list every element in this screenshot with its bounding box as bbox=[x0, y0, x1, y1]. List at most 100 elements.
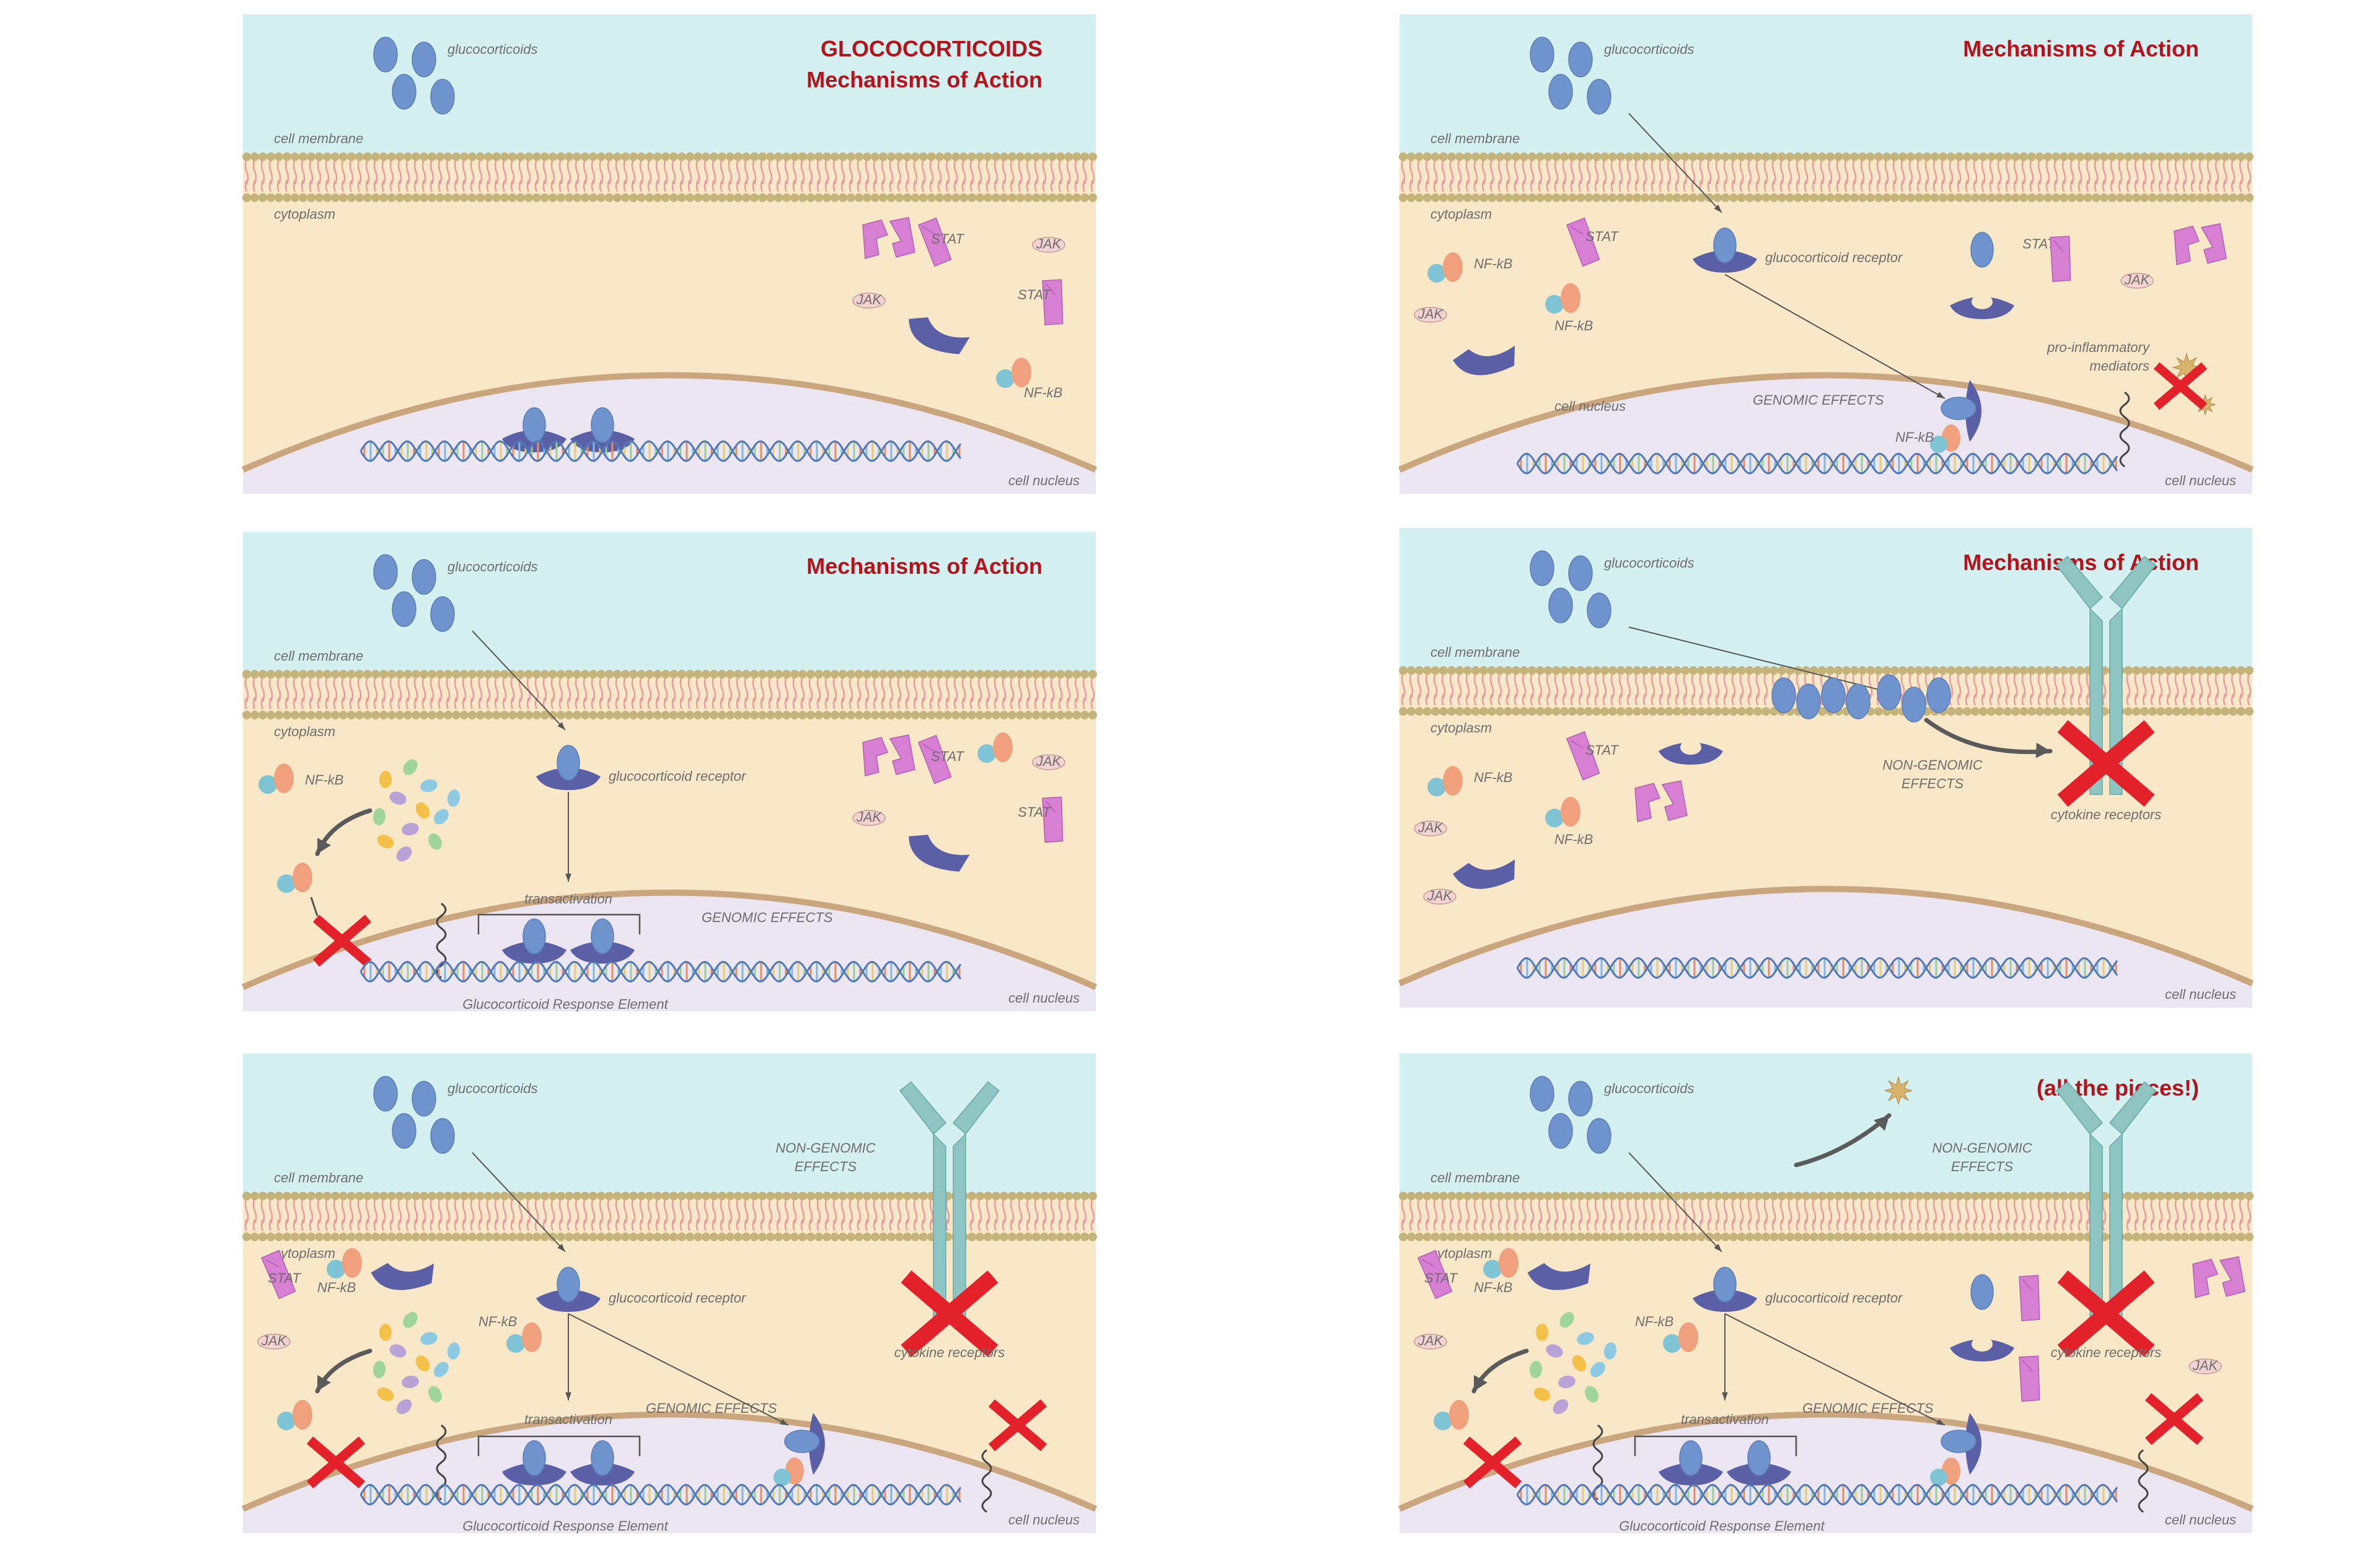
lipid-head bbox=[1080, 1233, 1089, 1241]
lipid-head bbox=[750, 711, 759, 719]
nf-kb-subunit bbox=[774, 1469, 791, 1486]
lipid-head bbox=[871, 670, 879, 679]
lipid-head bbox=[460, 193, 469, 202]
lipid-head bbox=[250, 1192, 259, 1200]
lipid-head bbox=[1842, 1233, 1851, 1241]
glucocorticoid-receptor bbox=[909, 834, 970, 872]
lipid-head bbox=[2132, 1233, 2141, 1241]
lipid-head bbox=[436, 193, 444, 202]
lipid-head bbox=[2237, 666, 2246, 675]
lipid-head bbox=[1721, 1192, 1730, 1200]
lipid-head bbox=[710, 670, 718, 679]
lipid-head bbox=[242, 152, 251, 161]
lipid-head bbox=[653, 711, 662, 719]
stat-protein bbox=[1417, 1249, 1453, 1299]
lipid-head bbox=[1995, 152, 2004, 161]
lipid-head bbox=[2011, 707, 2020, 716]
lipid-head bbox=[500, 152, 509, 161]
lipid-head bbox=[1455, 666, 1464, 675]
lipid-head bbox=[863, 1192, 871, 1200]
lipid-head bbox=[1064, 711, 1073, 719]
lipid-head bbox=[1745, 1192, 1754, 1200]
lipid-head bbox=[532, 670, 541, 679]
lipid-head bbox=[476, 711, 485, 719]
lipid-head bbox=[1778, 666, 1786, 675]
lipid-head bbox=[307, 1192, 315, 1200]
lipid-head bbox=[1064, 670, 1073, 679]
lipid-head bbox=[831, 670, 839, 679]
lipid-head bbox=[1008, 1192, 1016, 1200]
lipid-head bbox=[1032, 1192, 1041, 1200]
lipid-head bbox=[710, 1192, 718, 1200]
lipid-head bbox=[371, 670, 380, 679]
lipid-head bbox=[1048, 193, 1057, 202]
lipid-head bbox=[2188, 666, 2197, 675]
lipid-head bbox=[2060, 193, 2068, 202]
curved-arrow bbox=[1924, 718, 2053, 754]
lipid-head bbox=[1995, 193, 2004, 202]
lipid-head bbox=[1673, 666, 1681, 675]
lipid-head bbox=[798, 1192, 807, 1200]
lipid-head bbox=[1673, 707, 1681, 716]
lipid-head bbox=[1471, 1233, 1480, 1241]
lipid-head bbox=[742, 1233, 751, 1241]
lipid-head bbox=[387, 1233, 396, 1241]
lipid-head bbox=[1488, 707, 1496, 716]
nuclear-envelope bbox=[1398, 372, 2254, 473]
glucocorticoid-receptor bbox=[1693, 227, 1757, 273]
lipid-head bbox=[758, 711, 767, 719]
lipid-head bbox=[1512, 152, 1520, 161]
lipid-head bbox=[613, 1233, 622, 1241]
lipid-head bbox=[2164, 152, 2173, 161]
lipid-head bbox=[2148, 1233, 2157, 1241]
lipid-head bbox=[1504, 666, 1512, 675]
lipid-head bbox=[694, 1192, 702, 1200]
lipid-head bbox=[428, 152, 436, 161]
lipid-head bbox=[919, 711, 928, 719]
lipid-head bbox=[2156, 193, 2165, 202]
lipid-head bbox=[331, 711, 340, 719]
dna-helix bbox=[1516, 957, 2118, 979]
lipid-head bbox=[468, 711, 477, 719]
lipid-head bbox=[1641, 1233, 1649, 1241]
lipid-head bbox=[2060, 1233, 2068, 1241]
lipid-head bbox=[1874, 1192, 1883, 1200]
lipid-head bbox=[814, 1233, 823, 1241]
lipid-head bbox=[669, 193, 678, 202]
lipid-head bbox=[1842, 193, 1851, 202]
glucocorticoid-molecule bbox=[412, 559, 436, 595]
lipid-head bbox=[371, 193, 380, 202]
stat-protein bbox=[889, 734, 915, 775]
lipid-head bbox=[798, 1233, 807, 1241]
nf-kb-subunit bbox=[1011, 358, 1031, 387]
signal-arrow bbox=[1724, 274, 1946, 399]
lipid-head bbox=[871, 152, 879, 161]
lipid-head bbox=[919, 1192, 928, 1200]
lipid-head bbox=[452, 1233, 461, 1241]
lipid-head bbox=[621, 711, 630, 719]
lipid-head bbox=[653, 1192, 662, 1200]
lipid-head bbox=[540, 670, 549, 679]
lipid-head bbox=[484, 1233, 493, 1241]
lipid-head bbox=[387, 152, 396, 161]
lipid-head bbox=[645, 193, 654, 202]
dna-strand bbox=[359, 440, 962, 462]
cell-nucleus bbox=[243, 892, 1096, 1011]
cell-nucleus-label: cell nucleus bbox=[1008, 990, 1080, 1006]
lipid-head bbox=[750, 670, 759, 679]
lipid-head bbox=[420, 711, 428, 719]
lipid-head bbox=[2229, 1233, 2237, 1241]
lipid-head bbox=[1874, 1233, 1883, 1241]
lipid-head bbox=[887, 193, 896, 202]
lipid-head bbox=[403, 152, 412, 161]
jak-kinase bbox=[2188, 1358, 2222, 1374]
lipid-head bbox=[1810, 152, 1818, 161]
lipid-head bbox=[1906, 152, 1915, 161]
lipid-head bbox=[2205, 193, 2213, 202]
lipid-head bbox=[1963, 152, 1972, 161]
jak-label: JAK bbox=[1036, 236, 1062, 252]
lipid-head bbox=[1032, 711, 1041, 719]
lipid-head bbox=[766, 711, 775, 719]
lipid-head bbox=[1407, 1233, 1416, 1241]
nf-kb-label: NF-kB bbox=[1474, 770, 1512, 785]
